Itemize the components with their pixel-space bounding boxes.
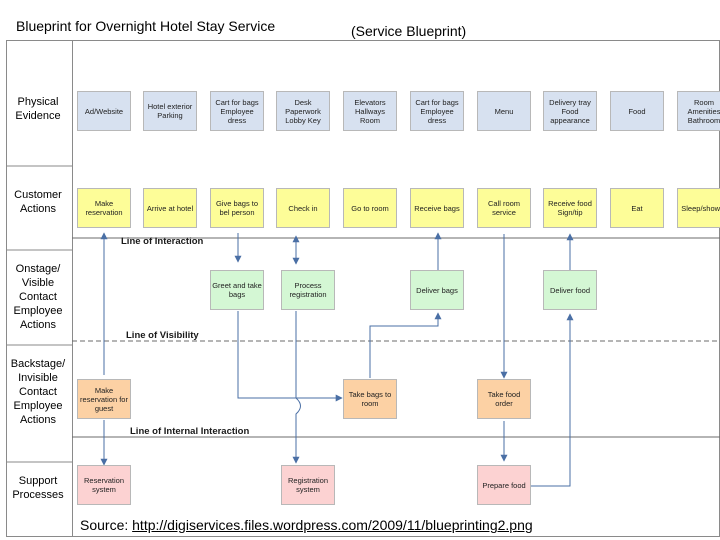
source-link[interactable]: http://digiservices.files.wordpress.com/…: [132, 517, 533, 533]
title-bar: Blueprint for Overnight Hotel Stay Servi…: [6, 6, 720, 41]
lane-label-customer-actions: Customer Actions: [14, 189, 62, 215]
line-of-interaction-label: Line of Interaction: [121, 236, 204, 247]
lane-label-backstage-actions: Backstage/ Invisible Contact Employee Ac…: [10, 358, 66, 426]
support-process: Registration system: [281, 465, 335, 505]
onstage-action: Deliver food: [543, 270, 597, 310]
support-process: Reservation system: [77, 465, 131, 505]
physical-evidence-item: Delivery tray Food appearance: [543, 91, 597, 131]
source-label: Source:: [80, 517, 129, 533]
lane-label-support-processes: Support Processes: [12, 475, 64, 501]
blueprint-title: Blueprint for Overnight Hotel Stay Servi…: [16, 18, 276, 34]
support-process: Prepare food: [477, 465, 531, 505]
physical-evidence-item: Cart for bags Employee dress: [410, 91, 464, 131]
backstage-action: Take bags to room: [343, 379, 397, 419]
backstage-action: Take food order: [477, 379, 531, 419]
line-of-visibility-label: Line of Visibility: [126, 330, 199, 341]
physical-evidence-item: Hotel exterior Parking: [143, 91, 197, 131]
customer-action: Call room service: [477, 188, 531, 228]
lane-label-physical-evidence: Physical Evidence: [15, 96, 61, 122]
physical-evidence-item: Ad/Website: [77, 91, 131, 131]
physical-evidence-item: Cart for bags Employee dress: [210, 91, 264, 131]
customer-action: Receive food Sign/tip: [543, 188, 597, 228]
physical-evidence-item: Elevators Hallways Room: [343, 91, 397, 131]
lane-label-column: [6, 40, 73, 537]
customer-action: Give bags to bel person: [210, 188, 264, 228]
customer-action: Sleep/shower: [677, 188, 720, 228]
physical-evidence-item: Food: [610, 91, 664, 131]
customer-action: Go to room: [343, 188, 397, 228]
source-citation: Source: http://digiservices.files.wordpr…: [80, 517, 533, 533]
customer-action: Eat: [610, 188, 664, 228]
physical-evidence-item: Menu: [477, 91, 531, 131]
flow-prepare-to-deliver: [530, 313, 574, 487]
line-of-internal-interaction-label: Line of Internal Interaction: [130, 426, 250, 437]
blueprint-subtitle: (Service Blueprint): [351, 23, 467, 39]
onstage-action: Process registration: [281, 270, 335, 310]
flow-take-to-deliver-bags: [369, 312, 442, 378]
backstage-action: Make reservation for guest: [77, 379, 131, 419]
customer-action: Arrive at hotel: [143, 188, 197, 228]
physical-evidence-item: Room Amenities Bathroom: [677, 91, 720, 131]
customer-action: Receive bags: [410, 188, 464, 228]
flow-greet-to-take-bags: [237, 311, 343, 402]
onstage-action: Deliver bags: [410, 270, 464, 310]
customer-action: Check in: [276, 188, 330, 228]
lane-label-onstage-actions: Onstage/ Visible Contact Employee Action…: [13, 263, 63, 331]
customer-action: Make reservation: [77, 188, 131, 228]
flow-registration-system: [292, 311, 301, 464]
onstage-action: Greet and take bags: [210, 270, 264, 310]
physical-evidence-item: Desk Paperwork Lobby Key: [276, 91, 330, 131]
